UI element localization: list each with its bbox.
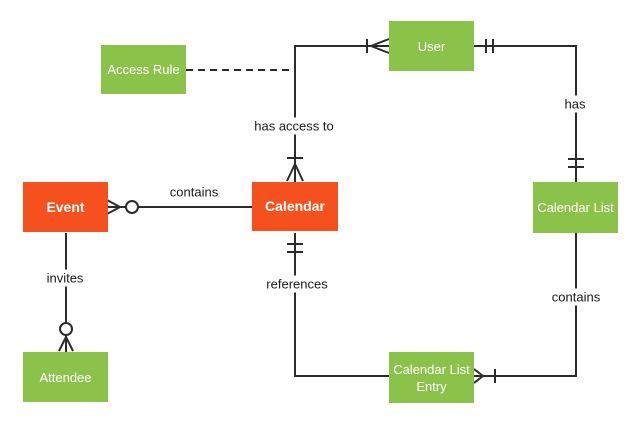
double-tick-marker bbox=[568, 158, 584, 168]
label-references: references bbox=[262, 275, 332, 293]
line-user-has-access-to-calendar bbox=[286, 38, 390, 182]
crow-foot-many-marker bbox=[286, 163, 304, 182]
crow-foot-many-marker bbox=[106, 199, 121, 215]
crow-foot-many-marker bbox=[370, 38, 390, 54]
entity-user[interactable]: User bbox=[389, 21, 474, 71]
relationship-line bbox=[294, 233, 389, 377]
line-calendar-list-contains-entry bbox=[473, 233, 577, 384]
zero-circle-marker bbox=[125, 200, 139, 214]
label-contains-event-calendar: contains bbox=[165, 183, 223, 201]
entity-attendee[interactable]: Attendee bbox=[23, 352, 108, 402]
label-contains-calendar-list: contains bbox=[547, 288, 605, 306]
crow-foot-many-marker bbox=[473, 368, 484, 384]
entity-event-label: Event bbox=[46, 198, 85, 215]
relationship-line bbox=[474, 233, 577, 377]
crow-foot-many-marker bbox=[58, 336, 74, 352]
label-invites: invites bbox=[42, 269, 88, 287]
zero-circle-marker bbox=[59, 322, 73, 336]
line-event-invites-attendee bbox=[58, 233, 74, 352]
double-tick-marker bbox=[287, 243, 303, 253]
entity-event[interactable]: Event bbox=[23, 182, 108, 232]
entity-access-rule-label: Access Rule bbox=[107, 62, 180, 77]
label-has: has bbox=[560, 95, 590, 113]
entity-calendar-list-entry-label: Calendar List Entry bbox=[393, 361, 470, 394]
line-entry-references-calendar bbox=[287, 233, 389, 377]
line-calendar-contains-event bbox=[106, 199, 252, 215]
entity-attendee-label: Attendee bbox=[39, 369, 92, 385]
relationship-line bbox=[474, 45, 577, 182]
relationship-line bbox=[294, 45, 389, 182]
entity-access-rule[interactable]: Access Rule bbox=[101, 45, 186, 94]
entity-calendar-list-label: Calendar List bbox=[537, 200, 614, 215]
entity-calendar-list[interactable]: Calendar List bbox=[533, 182, 618, 233]
entity-calendar-list-entry[interactable]: Calendar List Entry bbox=[389, 352, 474, 403]
label-has-access-to: has access to bbox=[250, 117, 338, 135]
entity-calendar[interactable]: Calendar bbox=[252, 182, 338, 231]
double-tick-marker bbox=[485, 39, 494, 53]
entity-calendar-label: Calendar bbox=[265, 198, 325, 214]
entity-user-label: User bbox=[417, 38, 446, 54]
line-user-has-calendar-list bbox=[474, 39, 584, 182]
